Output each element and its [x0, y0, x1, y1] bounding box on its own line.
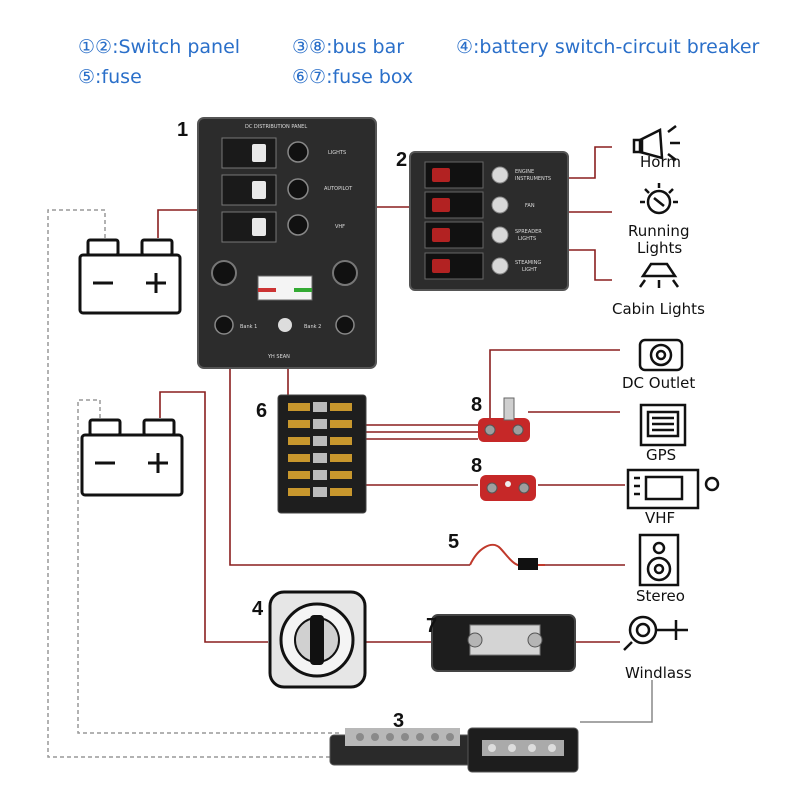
running-lights-label-1: Running: [628, 222, 689, 240]
component-number-6: 6: [256, 400, 267, 422]
component-number-8a: 8: [471, 394, 482, 416]
battery-switch-4: [268, 590, 367, 689]
legend-fuse-box: ⑥⑦:fuse box: [292, 66, 414, 88]
windlass-icon: [623, 615, 688, 651]
panel1-bank2-label: Bank 2: [304, 324, 321, 330]
legend-fuse: ⑤:fuse: [78, 66, 142, 88]
panel2-row1-label-a: ENGINE: [515, 169, 534, 175]
wire-panel-stereo: [229, 368, 470, 566]
gps-icon: [639, 403, 687, 447]
running-lights-label-2: Lights: [637, 239, 682, 257]
bus-bar-8b: [480, 475, 536, 501]
panel1-row1-label: LIGHTS: [328, 150, 346, 156]
dc-outlet-icon: [638, 338, 684, 372]
fuse-box-6: [277, 394, 367, 514]
fuse-box-7: [431, 614, 576, 672]
panel1-title: DC DISTRIBUTION PANEL: [245, 124, 307, 130]
panel2-row4-label-b: LIGHT: [522, 267, 538, 273]
switch-panel-1: DC DISTRIBUTION PANEL LIGHTS AUTOPILOT V…: [197, 117, 377, 369]
stereo-speaker-icon: [638, 533, 680, 587]
switch-panel-2: ENGINE INSTRUMENTS FAN SPREADER LIGHTS S…: [409, 151, 569, 291]
running-lights-icon: [640, 183, 678, 215]
panel2-row2-label: FAN: [525, 203, 535, 209]
wire-cabin: [565, 249, 612, 281]
component-number-7: 7: [426, 615, 437, 637]
legend-battery-switch: ④:battery switch-circuit breaker: [456, 36, 760, 58]
bus-bar-8a: [478, 397, 530, 442]
component-number-3: 3: [393, 710, 404, 732]
ground-wires: [47, 209, 340, 758]
bus-bar-3: [329, 727, 579, 773]
panel2-row4-label-a: STEAMING: [515, 260, 541, 266]
component-number-2: 2: [396, 149, 407, 171]
panel2-row3-label-b: LIGHTS: [518, 236, 536, 242]
horn-icon: [632, 125, 680, 161]
component-number-4: 4: [252, 598, 264, 620]
battery-1: [78, 238, 182, 315]
wire-horn: [565, 146, 612, 179]
legend-switch-panel: ①②:Switch panel: [78, 36, 241, 58]
cabin-lights-label: Cabin Lights: [612, 300, 705, 318]
panel2-row3-label-a: SPREADER: [515, 229, 542, 235]
panel1-row3-label: VHF: [335, 224, 345, 230]
panel1-row2-label: AUTOPILOT: [324, 186, 353, 192]
legend-bus-bar: ③⑧:bus bar: [292, 36, 405, 58]
dc-outlet-label: DC Outlet: [622, 374, 695, 392]
stereo-label: Stereo: [636, 587, 685, 605]
battery-2: [80, 418, 184, 497]
component-number-1: 1: [177, 119, 188, 141]
vhf-radio-icon: [626, 468, 720, 510]
gps-label: GPS: [646, 446, 676, 464]
panel1-bank1-label: Bank 1: [240, 324, 257, 330]
wire-bus1-dcoutlet: [489, 349, 620, 425]
panel2-row1-label-b: INSTRUMENTS: [515, 176, 551, 182]
wire-windlass-bus: [580, 680, 653, 723]
ground-wire-outer: [47, 209, 340, 758]
cabin-lights-icon: [638, 262, 680, 288]
component-number-5: 5: [448, 531, 459, 553]
panel1-brand: YH SEAN: [267, 354, 290, 360]
inline-fuse-5: [469, 543, 545, 570]
component-number-8b: 8: [471, 455, 482, 477]
wire-battery1-panel: [157, 209, 198, 238]
positive-wires: [157, 146, 625, 643]
wire-battery2-switch: [159, 391, 268, 643]
horn-label: Horm: [640, 153, 681, 171]
windlass-label: Windlass: [625, 664, 692, 682]
vhf-label: VHF: [645, 509, 675, 527]
